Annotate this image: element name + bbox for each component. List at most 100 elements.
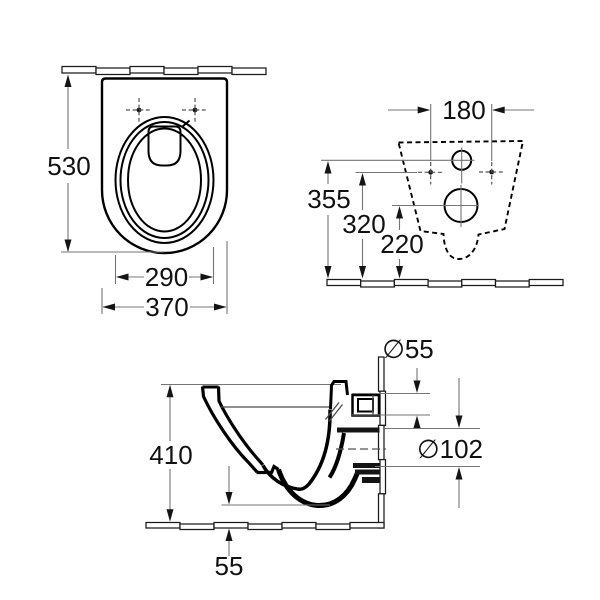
rear-silhouette-dashed (397, 140, 525, 260)
arrow-right (214, 303, 227, 311)
wall-plank (129, 65, 165, 74)
fixing-hole-dot (192, 107, 198, 113)
dim-label-530: 530 (47, 151, 90, 181)
floor-plank (213, 521, 249, 529)
arrow-down (64, 239, 72, 252)
floor-plank (393, 278, 429, 287)
rear-view: 180 355 320 220 (307, 95, 564, 288)
seat-gap-line (181, 119, 191, 128)
arrow-up (225, 528, 233, 541)
dim-label-dia102: ∅102 (417, 434, 483, 464)
wall-plank (379, 390, 387, 427)
front-outer-wall (200, 386, 259, 474)
arrow-up (166, 384, 174, 398)
front-inner-wall (216, 386, 265, 467)
wall-plank (95, 67, 131, 76)
back-hump (329, 380, 349, 410)
seat-outer-ellipse (114, 116, 215, 244)
inlet-pipe-inner (357, 398, 374, 413)
dim-label-290: 290 (145, 262, 188, 292)
dim-label-220: 220 (380, 229, 423, 259)
dimension-370: 370 (101, 241, 228, 322)
arrow-up (324, 161, 332, 174)
fixing-hole-crosshair (418, 162, 444, 185)
arrow-down (324, 266, 332, 279)
dimension-dia-102: ∅102 (375, 378, 483, 508)
arrow-left (492, 106, 505, 114)
drain-pipe-bottom-band (353, 463, 380, 468)
rear-fixing-hole-left (418, 162, 444, 185)
arrow-down (455, 415, 463, 428)
dim-label-180: 180 (442, 95, 485, 125)
bottom-step (256, 464, 280, 475)
wall-plank (231, 67, 267, 76)
extension-line (114, 247, 215, 284)
arrow-up (396, 206, 403, 219)
bowl-opening-ellipse (127, 127, 202, 233)
dimension-220: 220 (380, 204, 443, 279)
wall-plank (163, 67, 199, 76)
top-view: 530 290 370 (47, 65, 267, 322)
dim-label-370: 370 (145, 292, 188, 322)
floor-plank (494, 280, 530, 288)
mount-bracket-lower (362, 477, 380, 483)
arrow-right (200, 273, 213, 281)
arrow-left (102, 303, 115, 311)
wall-line (61, 65, 267, 76)
dimension-290: 290 (114, 247, 215, 292)
dim-label-410: 410 (149, 440, 192, 470)
arrow-down (359, 266, 366, 279)
floor-plank (179, 523, 215, 531)
floor-line (145, 521, 385, 531)
floor-plank (461, 278, 497, 287)
floor-plank (349, 521, 385, 529)
floor-plank (281, 521, 317, 529)
break-mark (324, 402, 344, 422)
arrow-right (417, 106, 431, 114)
fixing-hole-mark-right (182, 98, 208, 122)
dimension-dia-55: ∅55 (352, 334, 434, 428)
outlet-pipe-front (327, 432, 346, 479)
floor-plank (145, 521, 181, 529)
dim-label-55: 55 (215, 551, 244, 581)
fixing-hole-crosshair (126, 98, 152, 122)
arrow-left (116, 273, 129, 281)
extension-line (101, 241, 228, 314)
bowl-interior-back (297, 409, 332, 492)
rear-fixing-hole-right (479, 162, 505, 185)
floor-plank (315, 523, 351, 531)
mount-bracket-upper (355, 469, 380, 475)
fixing-hole-crosshair (182, 98, 208, 122)
wall-line (377, 356, 387, 529)
fixing-hole-dot (136, 107, 142, 113)
arrow-down (413, 380, 421, 393)
dimension-530: 530 (47, 74, 164, 253)
arrow-down (225, 492, 233, 505)
toilet-body-outline (100, 77, 229, 255)
floor-plank (247, 523, 283, 531)
arrow-down (396, 266, 403, 279)
arrow-up (455, 467, 463, 480)
bowl-interior-front (261, 464, 298, 491)
toilet-profile (200, 380, 386, 508)
floor-line (326, 278, 564, 288)
floor-plank (326, 278, 362, 287)
wall-plank (197, 65, 233, 74)
floor-plank (360, 280, 396, 288)
drain-pipe-top-band (337, 427, 380, 433)
arrow-up (413, 415, 421, 428)
arrow-up (359, 173, 366, 186)
dimension-410: 410 (149, 384, 193, 522)
wall-plank (379, 458, 387, 495)
floor-plank (427, 280, 463, 288)
arrow-down (166, 509, 174, 522)
side-view: 410 55 ∅55 ∅102 (145, 334, 483, 581)
flush-area-shape (147, 125, 182, 167)
dimension-320: 320 (342, 171, 417, 279)
extension-line (430, 104, 493, 161)
dim-label-320: 320 (342, 209, 385, 239)
seat-middle-ellipse (119, 121, 210, 239)
dim-label-355: 355 (307, 184, 350, 214)
